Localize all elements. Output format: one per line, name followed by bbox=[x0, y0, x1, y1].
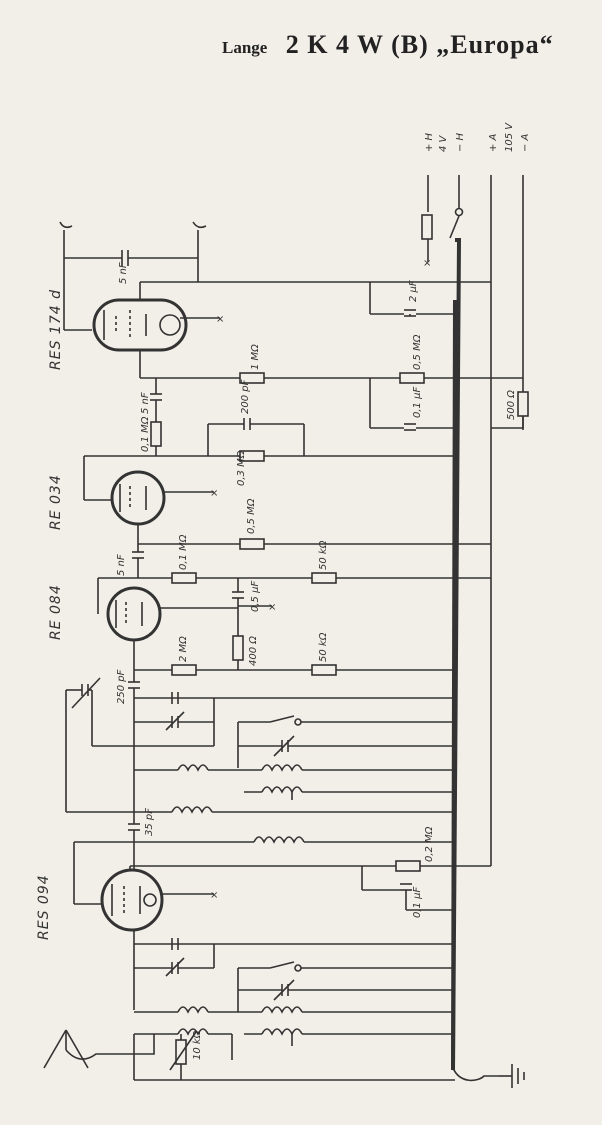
label-minus-h: − H bbox=[455, 132, 466, 152]
resistor-01m-grid bbox=[150, 421, 162, 447]
tube-label-re084: RE 084 bbox=[48, 584, 64, 640]
res-05m-mid-label: 0,5 MΩ bbox=[246, 498, 257, 534]
res-500-label: 500 Ω bbox=[506, 390, 517, 420]
res-50k-b-label: 50 kΩ bbox=[318, 632, 329, 662]
svg-text:×: × bbox=[210, 890, 218, 901]
manufacturer-name: Lange bbox=[222, 38, 268, 57]
coils-lower bbox=[134, 1006, 455, 1060]
label-105v: 105 V bbox=[504, 122, 515, 152]
supply-terminals: × bbox=[421, 175, 524, 430]
res-50k-a-label: 50 kΩ bbox=[318, 540, 329, 570]
resistor-02m bbox=[395, 860, 421, 872]
cap-5nf-084-label: 5 nF bbox=[116, 554, 127, 576]
label-minus-a: − A bbox=[520, 133, 531, 152]
res-05m-top-label: 0,5 MΩ bbox=[412, 334, 423, 370]
coils-upper bbox=[66, 764, 455, 814]
resistor-400 bbox=[232, 635, 244, 661]
resistor-05m-top bbox=[399, 372, 425, 384]
variable-cap-regen bbox=[65, 677, 101, 812]
res-01m-grid-label: 0,1 MΩ bbox=[140, 416, 151, 452]
svg-text:×: × bbox=[216, 314, 224, 325]
res-1m-label: 1 MΩ bbox=[250, 344, 261, 370]
tube-label-res174d: RES 174 d bbox=[48, 289, 64, 370]
label-plus-h: + H bbox=[424, 132, 435, 152]
resistor-05m-mid bbox=[239, 538, 265, 550]
cap-05uf-label: 0,5 µF bbox=[250, 581, 261, 612]
cap-01uf-b-label: 0,1 µF bbox=[412, 887, 423, 918]
resistor-50k-a bbox=[311, 572, 337, 584]
pot-10k-label: 10 kΩ bbox=[192, 1030, 203, 1060]
cap-35pf-label: 35 pF bbox=[144, 808, 155, 836]
cap-01uf-label: 0,1 µF bbox=[412, 387, 423, 418]
diagram-title: Lange 2 K 4 W (B) „Europa“ bbox=[222, 30, 554, 60]
tube-re084 bbox=[97, 578, 238, 642]
model-name: 2 K 4 W (B) „Europa“ bbox=[285, 30, 554, 59]
svg-text:×: × bbox=[423, 258, 431, 269]
resistor-2m bbox=[171, 664, 197, 676]
res-01m-084-label: 0,1 MΩ bbox=[178, 534, 189, 570]
output-jacks: 5 nF bbox=[59, 221, 207, 331]
ground-symbol bbox=[452, 1064, 525, 1088]
supply-labels: + H 4 V − H + A 105 V − A bbox=[424, 122, 531, 152]
cap-200pf-label: 200 pF bbox=[240, 379, 251, 414]
svg-text:×: × bbox=[210, 488, 218, 499]
res-400-label: 400 Ω bbox=[248, 636, 259, 666]
tube-label-re034: RE 034 bbox=[48, 474, 64, 530]
resistor-50k-b bbox=[311, 664, 337, 676]
label-4v: 4 V bbox=[438, 134, 449, 152]
cap-5nf-top: 5 nF bbox=[118, 262, 129, 284]
cap-2uf: 2 µF bbox=[408, 280, 419, 302]
resistor-01m-084 bbox=[171, 572, 197, 584]
pilot-resistor bbox=[421, 214, 433, 240]
res-03m-label: 0,3 MΩ bbox=[236, 450, 247, 486]
antenna-symbol bbox=[43, 1029, 155, 1069]
tube-label-res094: RES 094 bbox=[36, 874, 52, 940]
tube-res094: × bbox=[100, 865, 362, 932]
res-02m-label: 0,2 MΩ bbox=[424, 826, 435, 862]
cap-5nf-grid-label: 5 nF bbox=[140, 392, 151, 414]
svg-text:×: × bbox=[268, 602, 276, 613]
res-2m-label: 2 MΩ bbox=[178, 636, 189, 662]
tube-res174d: × bbox=[92, 298, 224, 378]
resistor-500 bbox=[517, 391, 529, 417]
label-plus-a: + A bbox=[488, 133, 499, 152]
tube-re034: × bbox=[83, 455, 218, 526]
cap-250pf-label: 250 pF bbox=[116, 669, 127, 704]
